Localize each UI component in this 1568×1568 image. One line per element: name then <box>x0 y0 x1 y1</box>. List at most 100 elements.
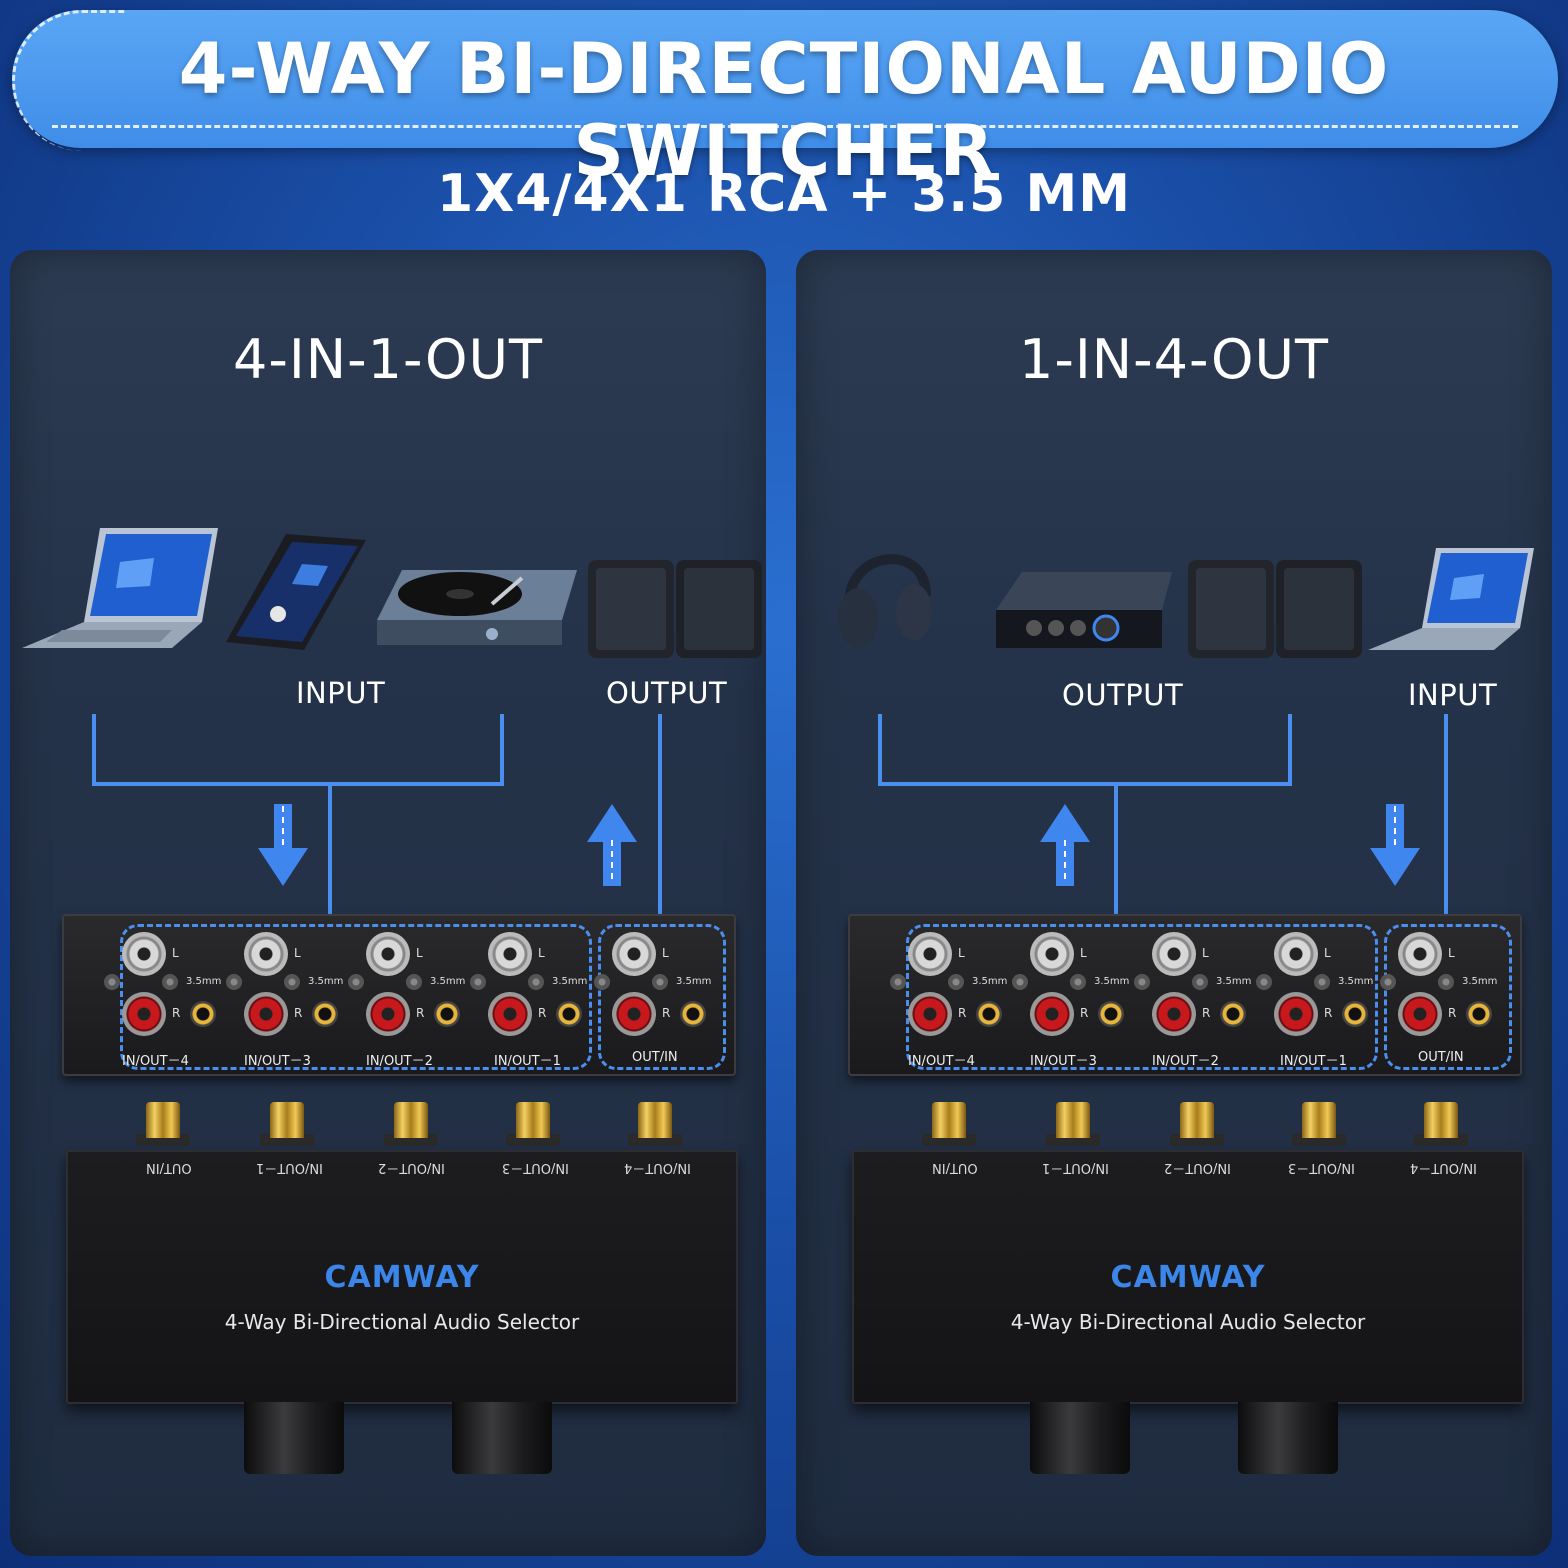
io-group-highlight <box>906 924 1378 1070</box>
screw <box>1192 974 1208 990</box>
rca-left-jack[interactable] <box>244 932 288 976</box>
front-port-label: IN/OUT－2 <box>1164 1160 1231 1175</box>
out-in-highlight <box>1384 924 1512 1070</box>
rca-left-jack[interactable] <box>1274 932 1318 976</box>
rca-left-jack[interactable] <box>1152 932 1196 976</box>
amplifier-icon <box>996 572 1172 648</box>
gold-rca-connector[interactable] <box>1056 1102 1090 1138</box>
mini-jack[interactable] <box>1220 1001 1246 1027</box>
rca-right-jack[interactable] <box>612 992 656 1036</box>
rca-left-jack[interactable] <box>122 932 166 976</box>
screw <box>284 974 300 990</box>
port-label: IN/OUT－4 <box>122 1054 189 1069</box>
screw <box>890 974 906 990</box>
rca-left-jack[interactable] <box>612 932 656 976</box>
gold-rca-connector[interactable] <box>516 1102 550 1138</box>
rca-left-jack[interactable] <box>488 932 532 976</box>
mini-jack-label: 3.5mm <box>186 976 222 987</box>
port-label: IN/OUT－2 <box>1152 1054 1219 1069</box>
connector-line <box>658 714 662 922</box>
panel-1-in-4-out: 1-IN-4-OUT OUTPUT INPUT <box>796 250 1552 1556</box>
front-port-label: IN/OUT－4 <box>624 1160 691 1175</box>
selector-knob[interactable] <box>452 1402 552 1474</box>
turntable-icon <box>377 570 577 645</box>
gold-rca-connector[interactable] <box>394 1102 428 1138</box>
front-port-label: OUT/IN <box>146 1160 192 1175</box>
rca-right-jack[interactable] <box>488 992 532 1036</box>
gold-rca-connector[interactable] <box>638 1102 672 1138</box>
rca-right-jack[interactable] <box>1152 992 1196 1036</box>
right-channel-label: R <box>416 1006 425 1020</box>
mini-jack[interactable] <box>680 1001 706 1027</box>
right-channel-label: R <box>172 1006 181 1020</box>
screw <box>470 974 486 990</box>
mini-jack-label: 3.5mm <box>1338 976 1374 987</box>
screw <box>1438 974 1454 990</box>
selector-knob[interactable] <box>1238 1402 1338 1474</box>
page-title: 4-WAY BI-DIRECTIONAL AUDIO SWITCHER <box>178 28 1390 192</box>
left-channel-label: L <box>1202 946 1209 960</box>
gold-rca-connector[interactable] <box>932 1102 966 1138</box>
front-port-label: OUT/IN <box>932 1160 978 1175</box>
gold-rca-connector[interactable] <box>1424 1102 1458 1138</box>
mini-jack-label: 3.5mm <box>1462 976 1498 987</box>
rca-left-jack[interactable] <box>908 932 952 976</box>
right-channel-label: R <box>1448 1006 1457 1020</box>
left-channel-label: L <box>662 946 669 960</box>
mini-jack-label: 3.5mm <box>1216 976 1252 987</box>
screw <box>104 974 120 990</box>
mini-jack[interactable] <box>556 1001 582 1027</box>
rca-right-jack[interactable] <box>1274 992 1318 1036</box>
rca-left-jack[interactable] <box>1030 932 1074 976</box>
mini-jack[interactable] <box>312 1001 338 1027</box>
mini-jack[interactable] <box>190 1001 216 1027</box>
right-channel-label: R <box>294 1006 303 1020</box>
mini-jack-label: 3.5mm <box>430 976 466 987</box>
left-channel-label: L <box>416 946 423 960</box>
right-channel-label: R <box>538 1006 547 1020</box>
input-label: INPUT <box>1408 678 1498 712</box>
selector-knob[interactable] <box>1030 1402 1130 1474</box>
rca-right-jack[interactable] <box>1398 992 1442 1036</box>
gold-rca-connector[interactable] <box>270 1102 304 1138</box>
screw <box>652 974 668 990</box>
mini-jack[interactable] <box>434 1001 460 1027</box>
gold-rca-connector[interactable] <box>146 1102 180 1138</box>
arrow-down-icon <box>1370 804 1420 886</box>
connector-line <box>92 782 504 786</box>
screw <box>1256 974 1272 990</box>
rca-right-jack[interactable] <box>1030 992 1074 1036</box>
connector-line <box>1114 782 1118 922</box>
gold-rca-connector[interactable] <box>1302 1102 1336 1138</box>
port-label: IN/OUT－3 <box>1030 1054 1097 1069</box>
rca-right-jack[interactable] <box>366 992 410 1036</box>
screw <box>528 974 544 990</box>
rca-right-jack[interactable] <box>908 992 952 1036</box>
port-label: OUT/IN <box>632 1050 678 1065</box>
connector-line <box>500 714 504 786</box>
left-channel-label: L <box>294 946 301 960</box>
mini-jack[interactable] <box>976 1001 1002 1027</box>
rear-panel: L R 3.5mm IN/OUT－4 L R 3.5mm IN/OUT－3 L … <box>62 914 736 1076</box>
rca-right-jack[interactable] <box>244 992 288 1036</box>
screw <box>226 974 242 990</box>
mini-jack-label: 3.5mm <box>972 976 1008 987</box>
connector-line <box>92 714 96 786</box>
rca-left-jack[interactable] <box>1398 932 1442 976</box>
input-label: INPUT <box>296 676 386 710</box>
laptop-icon <box>1368 548 1534 650</box>
screw <box>1070 974 1086 990</box>
rca-right-jack[interactable] <box>122 992 166 1036</box>
gold-rca-connector[interactable] <box>1180 1102 1214 1138</box>
mini-jack[interactable] <box>1098 1001 1124 1027</box>
front-port-label: IN/OUT－3 <box>502 1160 569 1175</box>
rca-left-jack[interactable] <box>366 932 410 976</box>
mini-jack[interactable] <box>1342 1001 1368 1027</box>
selector-knob[interactable] <box>244 1402 344 1474</box>
front-panel: OUT/IN IN/OUT－1 IN/OUT－2 IN/OUT－3 IN/OUT… <box>852 1150 1524 1404</box>
screw <box>1134 974 1150 990</box>
headphones-icon <box>838 554 932 648</box>
panel-4-in-1-out: 4-IN-1-OUT INPUT OUTPUT <box>10 250 766 1556</box>
mini-jack[interactable] <box>1466 1001 1492 1027</box>
port-label: OUT/IN <box>1418 1050 1464 1065</box>
